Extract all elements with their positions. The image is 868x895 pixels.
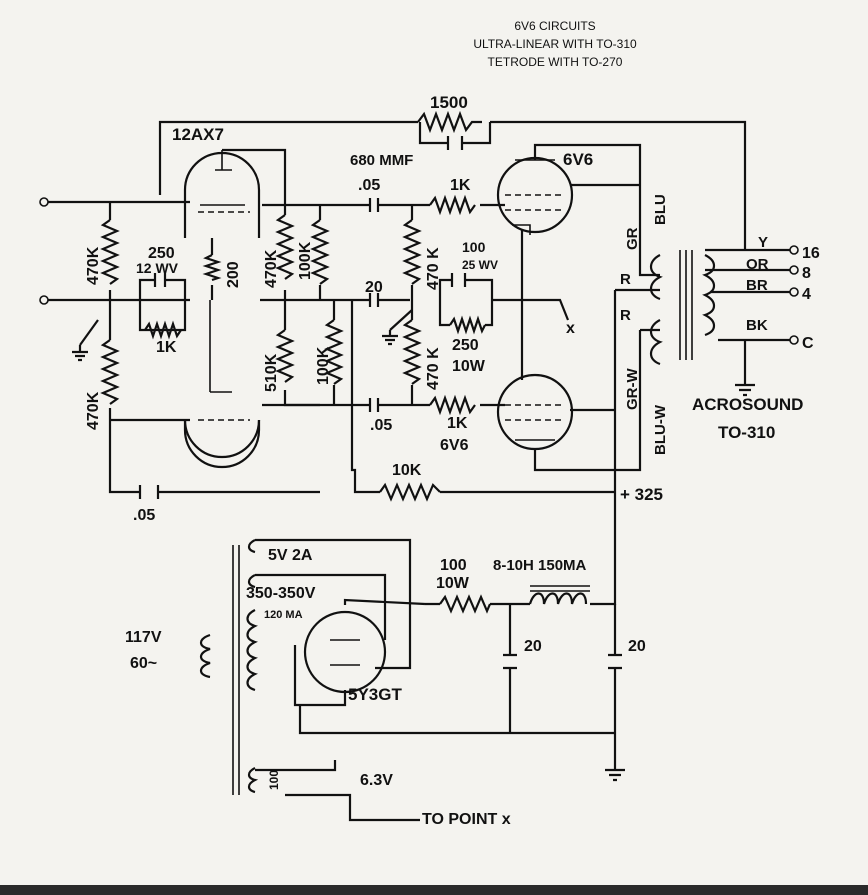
header-line-2: ULTRA-LINEAR WITH TO-310 [473, 37, 637, 51]
resistor-100k-a [310, 219, 330, 285]
label-c-250: 250 [148, 245, 175, 262]
label-c-250-rating: 12 WV [136, 260, 179, 276]
label-wire-gr: GR [624, 227, 641, 250]
resistors [100, 110, 492, 614]
resistor-1k-bottom [429, 394, 476, 416]
label-cap-20-a: 20 [524, 638, 542, 655]
resistor-470k-in-bottom [100, 339, 120, 405]
label-tap-c: C [802, 335, 814, 352]
label-r-200: 200 [225, 261, 242, 288]
component-labels: 1500 680 MMF 12AX7 .05 1K 6V6 470K 470K … [85, 93, 820, 828]
label-mains-hz: 60~ [130, 655, 157, 672]
label-pot-100: 100 [267, 770, 281, 790]
label-wire-blu-w: BLU-W [652, 404, 669, 455]
label-b-plus: + 325 [620, 485, 663, 504]
resistor-1k-cathode [144, 320, 182, 340]
label-r-470k-in-top: 470K [85, 246, 102, 285]
label-wire-blu: BLU [652, 194, 669, 225]
label-r-510k-plate: 510K [263, 353, 280, 392]
label-choke: 8-10H 150MA [493, 557, 587, 574]
header-line-1: 6V6 CIRCUITS [514, 19, 595, 33]
label-c-coupling-top: .05 [358, 177, 380, 194]
choke [528, 585, 590, 605]
power-transformer [199, 539, 259, 795]
label-tap-8: 8 [802, 265, 811, 282]
label-r-10k: 10K [392, 462, 422, 479]
label-tap-16: 16 [802, 245, 820, 262]
capacitors [138, 136, 622, 670]
scan-edge [0, 885, 868, 895]
resistor-470k-grid-b [402, 319, 422, 385]
label-sec-or: OR [746, 256, 769, 273]
label-c-680: 680 MMF [350, 152, 413, 169]
label-r-1k-bottom: 1K [447, 415, 468, 432]
label-r-100k-b: 100K [315, 346, 332, 385]
label-c-20: 20 [365, 279, 383, 296]
wiring [48, 120, 790, 822]
label-r-470k-grid-a: 470 K [425, 247, 442, 290]
resistor-200 [202, 254, 222, 282]
resistor-470k-in-top [100, 219, 120, 285]
label-to-point-x: TO POINT x [422, 811, 511, 828]
resistor-470k-grid-a [402, 219, 422, 285]
tube-6v6-bottom [496, 373, 574, 451]
ground-symbols [72, 330, 755, 782]
output-transformer [649, 250, 716, 366]
label-hv: 350-350V [246, 585, 316, 602]
label-c-100: 100 [462, 239, 486, 255]
label-fil-5v: 5V 2A [268, 547, 313, 564]
label-c-coupling-bottom: .05 [370, 417, 392, 434]
label-r-1k-cathode: 1K [156, 339, 177, 356]
label-r-470k-plate: 470K [263, 249, 280, 288]
label-r-470k-grid-b: 470 K [425, 347, 442, 390]
label-wire-gr-w: GR-W [624, 368, 641, 410]
tubes [183, 150, 574, 694]
resistor-10k [379, 482, 441, 502]
resistor-100k-b [324, 319, 344, 385]
label-tube-6v6-top: 6V6 [563, 150, 593, 169]
label-r-100k-a: 100K [297, 241, 314, 280]
label-c-100-rating: 25 WV [462, 258, 498, 272]
tube-6v6-top [496, 156, 574, 234]
label-fil-63: 6.3V [360, 772, 393, 789]
terminals [39, 197, 799, 345]
resistor-470k-plate [275, 214, 295, 280]
label-brand: ACROSOUND [692, 395, 803, 414]
label-tube-6v6-bottom: 6V6 [440, 437, 469, 454]
header-line-3: TETRODE WITH TO-270 [488, 55, 623, 69]
label-mains-v: 117V [125, 629, 162, 646]
resistor-1k-top [429, 194, 476, 216]
resistor-100-10w [439, 594, 492, 614]
label-tube-12ax7: 12AX7 [172, 125, 224, 144]
resistor-250 [449, 315, 486, 335]
label-rectifier: 5Y3GT [348, 685, 402, 704]
tube-12ax7-bottom-envelope [183, 419, 261, 459]
label-sec-bk: BK [746, 317, 768, 334]
label-r-250-rating: 10W [452, 358, 486, 375]
resistor-510k-plate [275, 329, 295, 383]
label-wire-r-bottom: R [620, 307, 631, 324]
label-model: TO-310 [718, 423, 775, 442]
label-wire-r-top: R [620, 271, 631, 288]
label-hv-current: 120 MA [264, 609, 303, 621]
label-tap-4: 4 [802, 286, 811, 303]
label-r-1500: 1500 [430, 93, 468, 112]
label-r-100: 100 [440, 557, 467, 574]
resistor-1500 [417, 110, 482, 134]
label-r-100-rating: 10W [436, 575, 470, 592]
label-sec-y: Y [758, 234, 768, 251]
label-sec-br: BR [746, 277, 768, 294]
label-r-1k-top: 1K [450, 177, 471, 194]
label-r-250: 250 [452, 337, 479, 354]
label-c-bottom-left: .05 [133, 507, 155, 524]
label-cap-20-b: 20 [628, 638, 646, 655]
label-r-470k-in-bottom: 470K [85, 391, 102, 430]
label-point-x: x [566, 320, 575, 337]
tube-5y3gt [303, 610, 387, 694]
